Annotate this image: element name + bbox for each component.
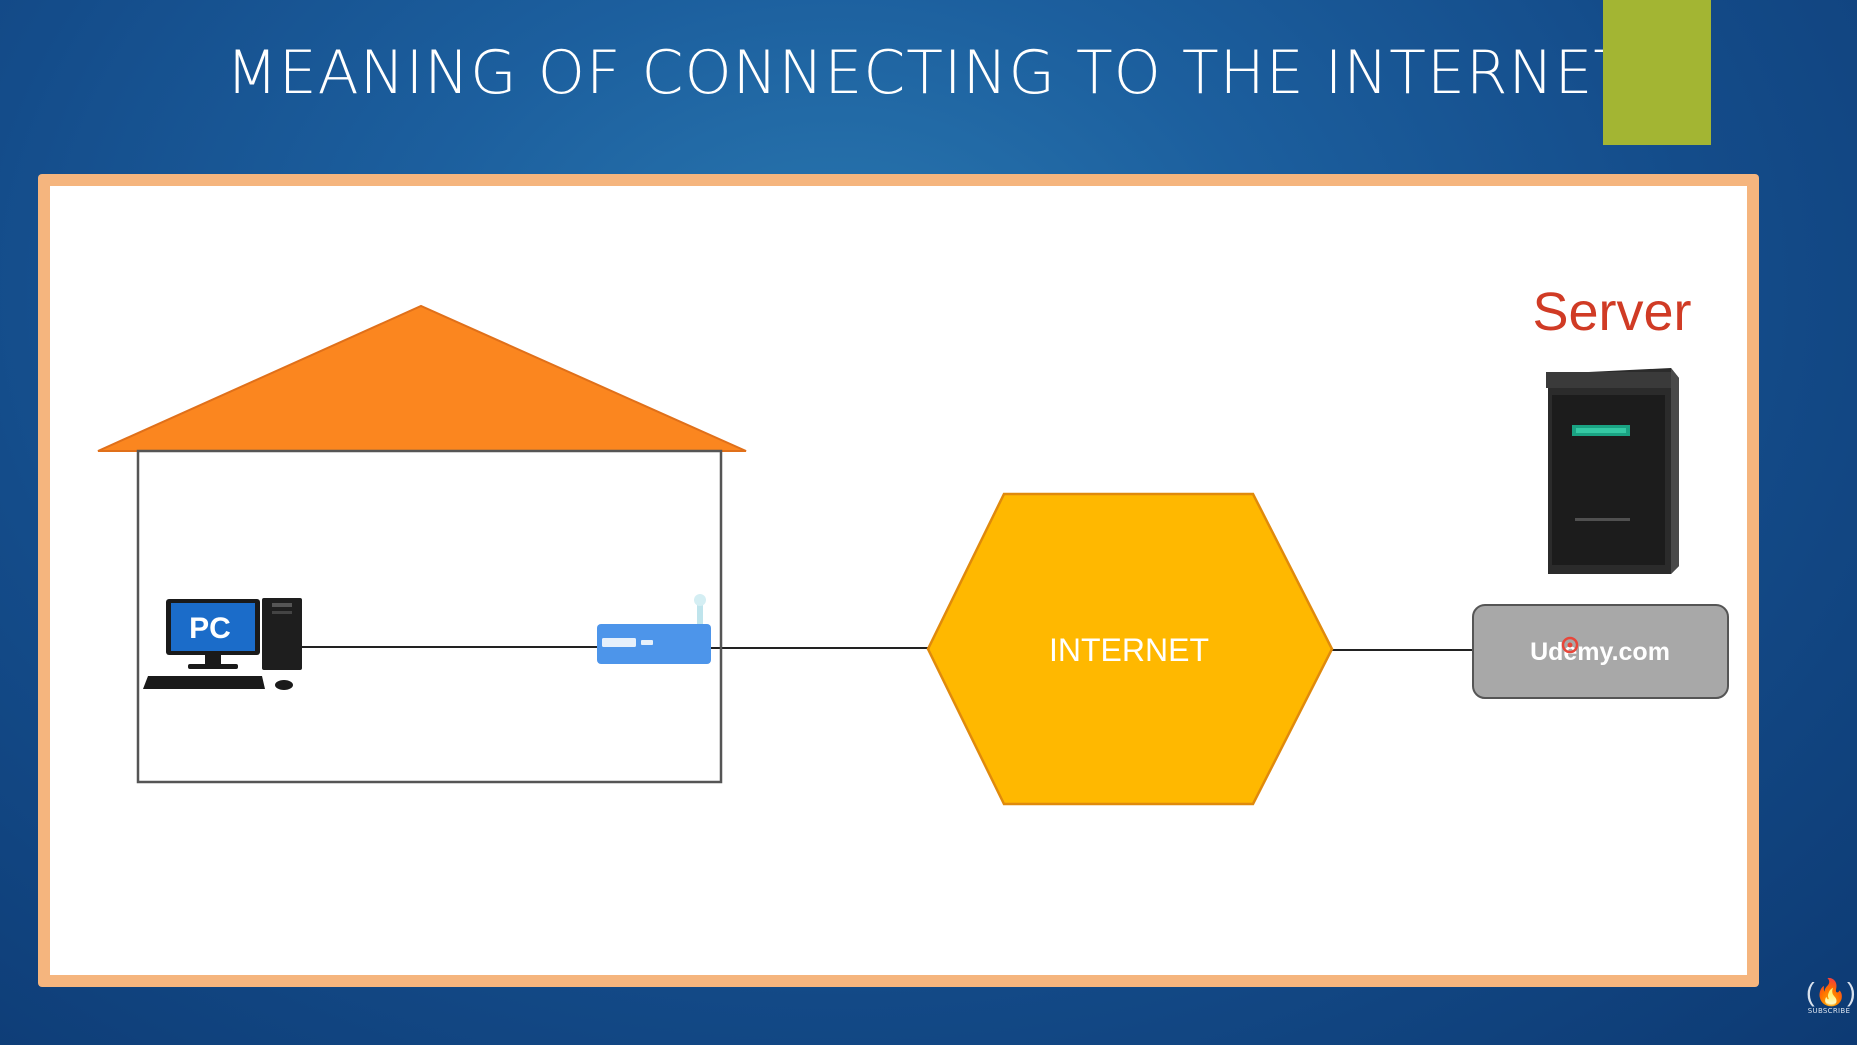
- subscribe-text: SUBSCRIBE: [1807, 1007, 1851, 1015]
- router-icon: [597, 594, 711, 664]
- domain-label: Udemy.com: [1530, 638, 1670, 666]
- internet-hexagon: INTERNET: [926, 492, 1334, 806]
- subscribe-badge[interactable]: (🔥) SUBSCRIBE: [1806, 977, 1856, 1027]
- cursor-pointer-icon: [1561, 636, 1579, 654]
- house-icon: [97, 304, 747, 784]
- internet-label: INTERNET: [1049, 632, 1209, 668]
- content-frame: [38, 174, 1759, 987]
- pc-label: PC: [189, 612, 231, 645]
- accent-block: [1603, 0, 1711, 145]
- flame-icon: (🔥): [1806, 977, 1856, 1007]
- house-roof: [97, 304, 747, 452]
- computer-icon: PC: [143, 598, 302, 690]
- content-panel: [50, 186, 1747, 975]
- slide-title: MEANING OF CONNECTING TO THE INTERNET: [225, 38, 1632, 108]
- server-label: Server: [1532, 282, 1691, 342]
- server-tower-icon: [1546, 368, 1679, 574]
- house-walls: [136, 449, 723, 784]
- domain-box: Udemy.com: [1472, 604, 1729, 699]
